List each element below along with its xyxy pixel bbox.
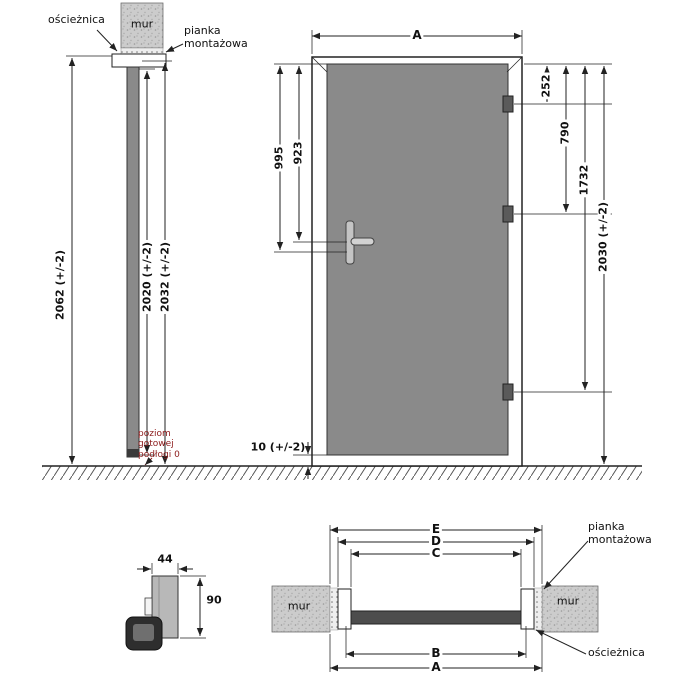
frame-profile [151, 575, 179, 639]
dim-995-label: 995 [272, 144, 287, 172]
floor-hatch [42, 465, 642, 480]
frame-left-profile [337, 588, 352, 630]
hinge-top-icon [502, 95, 514, 113]
frame-leader-line-plan [535, 629, 587, 655]
foam-right-strip [533, 587, 543, 631]
plan-detail [271, 525, 599, 672]
dim-2030-label: 2030 (+/-2) [596, 200, 611, 274]
hinge-middle-icon [502, 205, 514, 223]
floor-level-label: poziom gotowej podłogi 0 [138, 429, 180, 460]
frame-head-section [111, 53, 167, 68]
dim-44-label: 44 [157, 552, 173, 566]
section-view [66, 2, 184, 466]
dim-E-label: E [429, 522, 443, 537]
frame-right-profile [520, 588, 535, 630]
frame-label: ościeżnica [48, 13, 105, 26]
mounting-foam [120, 47, 164, 55]
door-leaf-plan [345, 610, 527, 625]
foam-leader-line [165, 43, 184, 53]
door-leaf-section [126, 66, 140, 458]
wall-right-block [541, 585, 599, 633]
dim-floor-gap-label: 10 (+/-2) [250, 440, 306, 454]
door-handle-icon [345, 220, 375, 265]
dim-90-label: 90 [206, 593, 222, 607]
frame-leader-line [96, 29, 118, 52]
frame-rebate-notch [144, 597, 153, 616]
profile-detail [125, 563, 206, 651]
wall-right-label: mur [556, 594, 580, 608]
foam-leader-line-plan [543, 540, 589, 590]
dim-252-label: 252 [539, 72, 554, 100]
dim-C-label: C [429, 546, 443, 561]
leaf-bottom-cap [127, 449, 139, 457]
dim-790-label: 790 [558, 119, 573, 147]
frame-label-plan: ościeżnica [588, 646, 645, 659]
floor-level-leader-line [144, 457, 153, 466]
hinge-bottom-icon [502, 383, 514, 401]
dim-width-A-label: A [410, 28, 424, 43]
dim-1732-label: 1732 [577, 162, 592, 198]
front-view [274, 30, 612, 479]
wall-left-label: mur [287, 599, 311, 613]
miter-joint-right [506, 56, 523, 73]
dim-frame-height-label: 2032 (+/-2) [158, 240, 173, 314]
dim-B-label: B [429, 646, 443, 661]
foam-label: pianka montażowa [184, 24, 248, 50]
dim-A-plan-label: A [429, 660, 443, 675]
dim-leaf-height-label: 2020 (+/-2) [140, 240, 155, 314]
foam-label-plan: pianka montażowa [588, 520, 652, 546]
miter-joint-left [311, 56, 328, 73]
door-leaf [326, 63, 509, 456]
dim-923-label: 923 [291, 139, 306, 167]
wall-label: mur [130, 17, 154, 31]
foam-left-strip [329, 587, 339, 631]
dim-total-height-label: 2062 (+/-2) [53, 248, 68, 322]
dim-D-label: D [429, 534, 443, 549]
